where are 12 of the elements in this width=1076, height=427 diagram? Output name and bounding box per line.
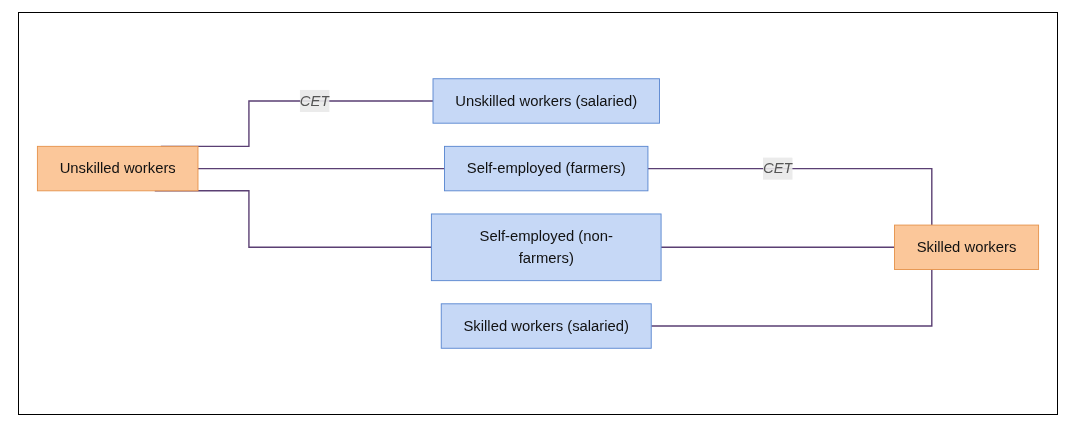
node-box: Skilled workers — [894, 224, 1040, 270]
connector — [197, 167, 446, 170]
connector — [647, 167, 933, 226]
edge-label: CET — [299, 92, 330, 109]
node-box: Unskilled workers — [36, 145, 199, 192]
connector — [660, 246, 896, 248]
node-box: Self-employed (farmers) — [444, 145, 649, 192]
node-box: Skilled workers (salaried) — [440, 303, 652, 349]
connector — [650, 268, 933, 327]
node-box: Unskilled workers (salaried) — [432, 78, 660, 124]
edge-label: CET — [762, 160, 793, 176]
node-box: Self-employed (non-farmers) — [430, 213, 662, 282]
